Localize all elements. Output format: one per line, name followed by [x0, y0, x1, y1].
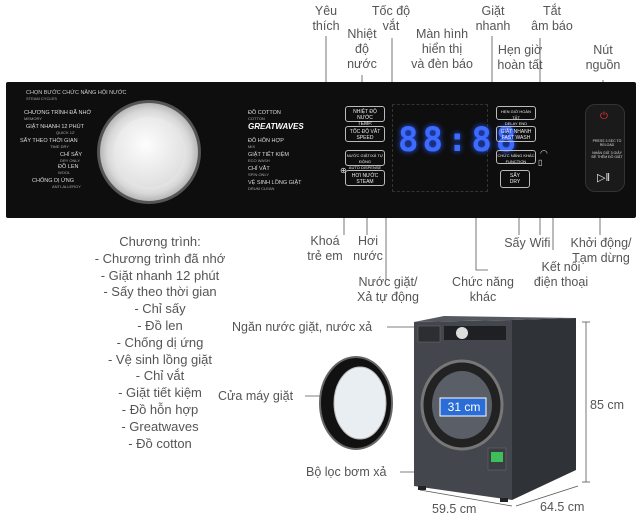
callout-nuoc-giat: Nước giặt/Xả tự động — [357, 275, 419, 304]
panel-header: CHỌN BƯỚC CHỨC NĂNG HỘI NƯỚC STEAM CYCLE… — [26, 90, 127, 101]
label-drawer: Ngăn nước giặt, nước xả — [232, 320, 373, 334]
label-door: Cửa máy giặt — [218, 389, 294, 403]
label-door-size: 31 cm — [447, 400, 481, 414]
callout-khoi-dong: Khởi động/Tạm dừng — [570, 236, 632, 265]
panel-right-item-1: GREATWAVES — [248, 122, 304, 131]
program-item: - Vệ sinh lồng giặt — [107, 351, 213, 367]
program-item: - Đồ len — [137, 317, 183, 333]
lock-icon: ⊕ — [340, 166, 347, 175]
label-depth: 64.5 cm — [540, 500, 585, 514]
power-note: PRESS 3 SEC TO RELOAD — [592, 139, 622, 147]
power-panel: ⏻ PRESS 3 SEC TO RELOAD NHẤN GIỮ 3 GIÂY … — [585, 104, 625, 192]
program-item: - Sấy theo thời gian — [103, 284, 217, 300]
program-item: - Chỉ vắt — [135, 368, 185, 384]
callout-say: Sấy — [504, 236, 526, 250]
program-item: - Greatwaves — [121, 418, 199, 434]
program-item: - Chỉ sấy — [134, 301, 186, 317]
program-item: - Chống dị ứng — [116, 334, 204, 350]
program-item: - Giặt nhanh 12 phút — [100, 267, 220, 283]
label-filter: Bộ lọc bơm xả — [306, 465, 387, 479]
label-width: 59.5 cm — [432, 502, 477, 516]
power-icon[interactable]: ⏻ — [600, 111, 608, 122]
program-item: - Giặt tiết kiệm — [118, 385, 202, 401]
display-area — [392, 104, 488, 192]
program-list-title: Chương trình: — [119, 234, 201, 249]
phone-icon: ▯ — [538, 158, 543, 167]
start-pause-icon[interactable]: ▷‖ — [597, 172, 611, 184]
power-note-2: NHẤN GIỮ 3 GIÂY ĐỂ THÊM ĐỒ GIẶT — [591, 151, 623, 159]
label-height: 85 cm — [590, 398, 625, 412]
program-dial[interactable] — [97, 100, 201, 204]
callout-wifi: Wifi — [529, 236, 551, 250]
program-item: - Chương trình đã nhớ — [94, 250, 226, 266]
program-item: - Đồ cotton — [128, 435, 192, 451]
wifi-icon: ◠ — [540, 148, 548, 158]
program-item: - Đồ hỗn hợp — [121, 401, 199, 417]
program-list: Chương trình: - Chương trình đã nhớ - Gi… — [80, 234, 240, 452]
